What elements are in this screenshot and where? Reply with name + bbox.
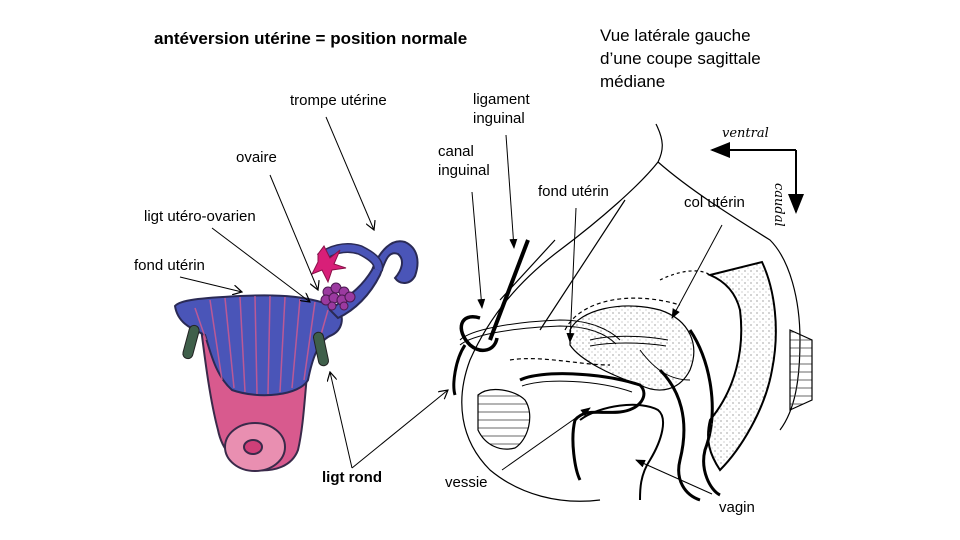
uterus-sagittal <box>569 305 695 391</box>
ovary <box>320 282 356 311</box>
round-ligament-right <box>313 331 329 367</box>
label-ventral: ventral <box>722 126 769 141</box>
label-canal-inguinal: canal inguinal <box>438 142 490 180</box>
label-ligt-utero-ovarien: ligt utéro-ovarien <box>144 208 256 225</box>
label-fond-uterin-left: fond utérin <box>134 257 205 274</box>
fimbriae <box>310 245 347 284</box>
inguinal-canal <box>459 315 499 353</box>
label-col-uterin: col utérin <box>684 194 745 211</box>
sagittal-section <box>452 123 813 502</box>
cervical-os <box>243 439 263 455</box>
label-canal-inguinal-line-2: inguinal <box>438 162 490 179</box>
label-ovaire: ovaire <box>236 149 277 166</box>
left-pointers <box>179 116 448 469</box>
vagina <box>658 368 701 502</box>
subtitle-line-3: médiane <box>600 72 666 91</box>
sacrum <box>789 329 813 411</box>
page-title: antéversion utérine = position normale <box>154 29 468 48</box>
round-ligament-left <box>182 324 200 360</box>
label-fond-uterin-right: fond utérin <box>538 183 609 200</box>
subtitle-line-2: d’une coupe sagittale <box>600 49 761 68</box>
label-ligament-inguinal-line-2: inguinal <box>473 110 525 127</box>
label-ligt-rond: ligt rond <box>322 469 382 486</box>
inguinal-ligament <box>488 239 530 341</box>
view-subtitle: Vue latérale gauche d’une coupe sagittal… <box>600 24 761 93</box>
label-ligament-inguinal: ligament inguinal <box>473 90 530 128</box>
label-ligament-inguinal-line-1: ligament <box>473 91 530 108</box>
right-pointers <box>471 134 723 495</box>
uterus-illustration <box>173 240 419 472</box>
orientation-arrows <box>710 142 804 214</box>
label-vessie: vessie <box>445 474 488 491</box>
label-canal-inguinal-line-1: canal <box>438 143 474 160</box>
subtitle-line-1: Vue latérale gauche <box>600 26 751 45</box>
rectum <box>706 260 777 472</box>
bladder <box>519 372 646 481</box>
label-trompe-uterine: trompe utérine <box>290 92 387 109</box>
pubic-bone <box>477 388 531 450</box>
label-vagin: vagin <box>719 499 755 516</box>
label-caudal: caudal <box>771 183 786 227</box>
